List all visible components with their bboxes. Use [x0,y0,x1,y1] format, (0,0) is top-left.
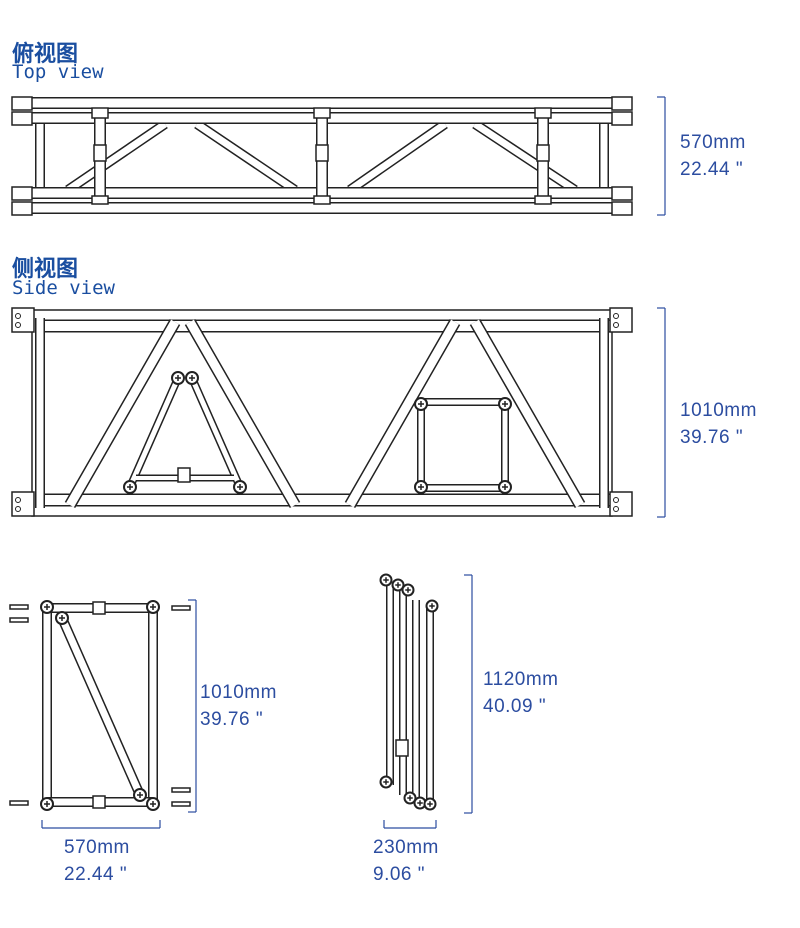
joint-cross [417,800,423,806]
joint-cross [418,401,424,407]
connector-pin [9,800,29,806]
end-cap [11,201,33,216]
end-cap [611,111,633,126]
folded-height-mm: 1120mm [483,669,559,690]
joint-cross [44,604,50,610]
joint-cross [44,801,50,807]
end-cap [611,186,633,201]
diagonal-brace-fill [66,121,167,193]
bolt-hole [613,313,619,319]
hinge-block [93,144,107,162]
connector-pin [171,787,191,793]
hinge-clamp [91,195,109,205]
diagonal-brace-fill [348,121,447,193]
end-view-width-mm: 570mm [64,837,130,858]
a-frame-leg-fill [189,376,243,489]
side-view-title-cn: 侧视图 [12,257,79,282]
joint-cross [429,603,435,609]
side-view-dim-in: 39.76 " [680,427,744,448]
connector-pin [171,801,191,807]
end-cap [611,96,633,111]
bolt-hole [15,506,21,512]
joint-cross [150,801,156,807]
joint-cross [137,792,143,798]
bolt-hole [15,322,21,328]
joint-cross [418,484,424,490]
folded-hinge [395,739,409,757]
end-frame-hinge [92,795,106,809]
connector-plate [609,307,633,333]
connector-plate [609,491,633,517]
hinge-clamp [534,195,552,205]
end-view-width-in: 22.44 " [64,864,128,885]
joint-cross [502,401,508,407]
a-frame-leg-fill [127,376,181,489]
end-view-height-mm: 1010mm [200,682,277,703]
hinge-clamp [534,107,552,119]
side-view-title-en: Side view [12,277,115,299]
folded-width-in: 9.06 " [373,864,426,885]
bolt-hole [613,506,619,512]
folded-height-in: 40.09 " [483,696,547,717]
bolt-hole [15,313,21,319]
top-view-title-en: Top view [12,61,104,83]
joint-cross [427,801,433,807]
bolt-hole [613,322,619,328]
end-cap [11,111,33,126]
joint-cross [59,615,65,621]
joint-cross [395,582,401,588]
bolt-hole [613,497,619,503]
diagonal-brace-fill [471,319,584,508]
folded-width-mm: 230mm [373,837,439,858]
a-frame-hinge [177,467,191,483]
joint-cross [189,375,195,381]
diagonal-brace-fill [186,319,299,508]
joint-cross [127,484,133,490]
end-cap [11,96,33,111]
diagonal-brace-fill [195,121,297,193]
side-view-dim-mm: 1010mm [680,400,757,421]
joint-cross [502,484,508,490]
end-frame-hinge [92,601,106,615]
joint-cross [405,587,411,593]
side-frame-outline [31,309,613,517]
connector-pin [9,617,29,623]
diagonal-brace-fill [473,121,577,193]
top-view-title-cn: 俯视图 [12,42,79,67]
joint-cross [383,577,389,583]
hinge-clamp [91,107,109,119]
end-frame-diagonal-fill [58,616,144,797]
top-view-dim-in: 22.44 " [680,159,744,180]
joint-cross [407,795,413,801]
hinge-clamp [313,195,331,205]
bolt-hole [15,497,21,503]
top-view-dim-mm: 570mm [680,132,746,153]
end-cap [11,186,33,201]
connector-pin [9,604,29,610]
end-view-height-in: 39.76 " [200,709,264,730]
joint-cross [150,604,156,610]
diagonal-brace-fill [66,319,179,508]
connector-pin [171,605,191,611]
connector-plate [11,491,35,517]
diagonal-brace-fill [346,319,459,508]
connector-plate [11,307,35,333]
joint-cross [383,779,389,785]
end-cap [611,201,633,216]
joint-cross [175,375,181,381]
hinge-block [536,144,550,162]
hinge-clamp [313,107,331,119]
hinge-block [315,144,329,162]
joint-cross [237,484,243,490]
